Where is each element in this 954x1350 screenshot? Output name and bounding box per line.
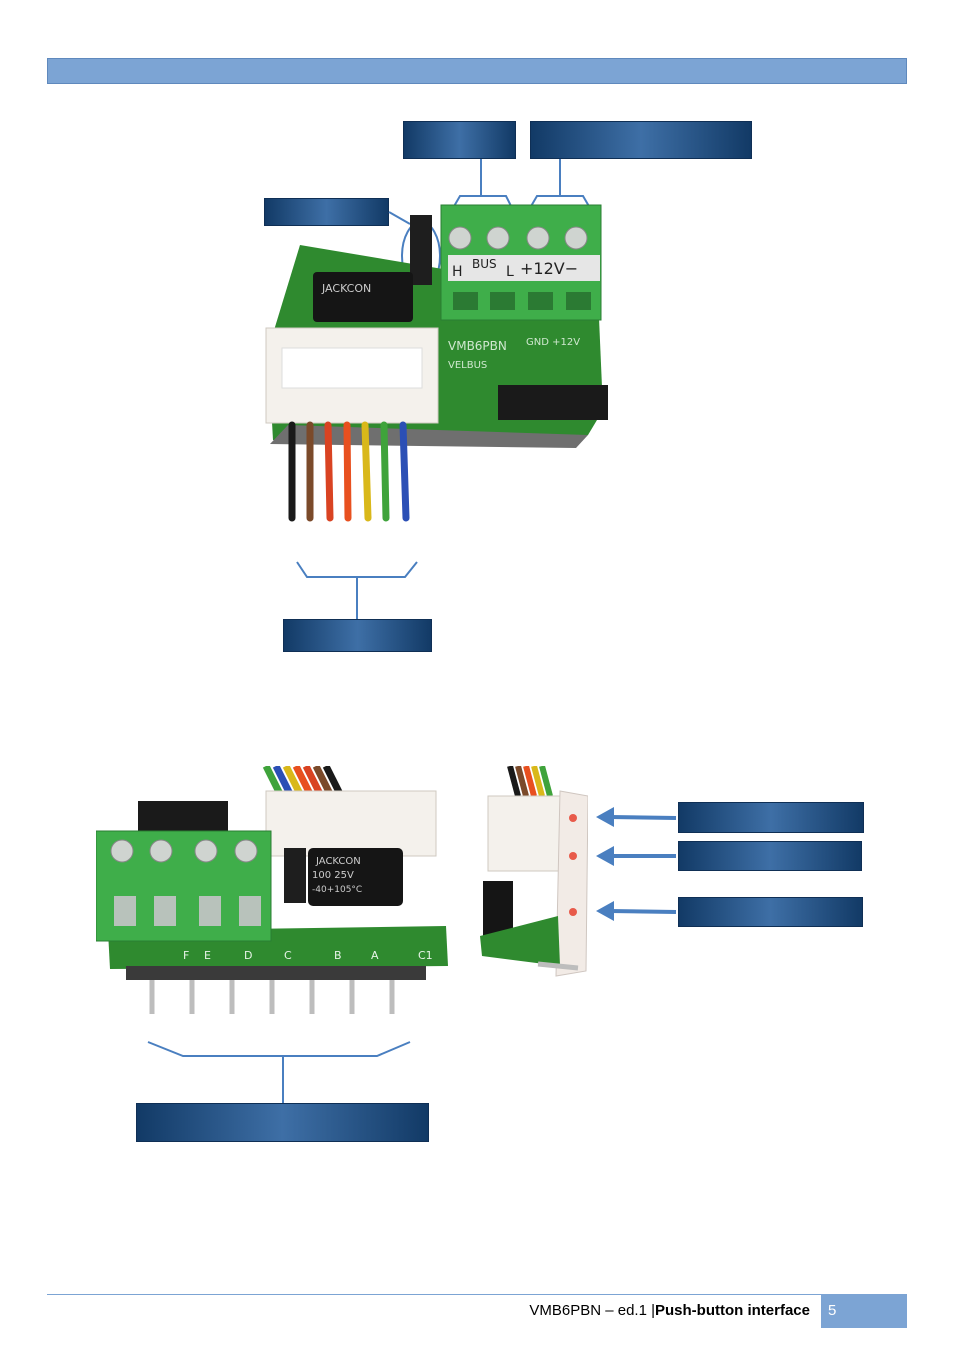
callout-bus (403, 121, 516, 159)
page-number-box: 5 (821, 1295, 907, 1328)
module-top-view-image: H BUS L +12V− JACKCON VMB6PBN VELBUS GND… (265, 204, 608, 522)
callout-termination-jumper (264, 198, 389, 226)
footer-doc-info: VMB6PBN – ed.1 |Push-button interface (529, 1302, 810, 1319)
callout-wires (283, 619, 432, 652)
svg-text:E: E (204, 949, 211, 962)
callout-input-pins (136, 1103, 429, 1142)
silk-l: L (506, 264, 514, 280)
silk-12v: +12V− (520, 259, 578, 278)
svg-text:B: B (334, 949, 342, 962)
silk-gnd: GND +12V (526, 337, 580, 348)
cap-rating: 100 25V (312, 870, 354, 881)
footer-doc-title: VMB6PBN – ed.1 | (529, 1302, 655, 1319)
cap-text: JACKCON (315, 856, 361, 867)
pin-labels: F E D C B A C1 (183, 949, 433, 962)
callout-led-1 (678, 802, 864, 833)
module-front-view-image: JACKCON 100 25V -40+105°C F E D C B A C1 (96, 766, 448, 1014)
svg-text:D: D (244, 949, 252, 962)
svg-text:C: C (284, 949, 292, 962)
callout-led-2 (678, 841, 862, 871)
svg-text:C1: C1 (418, 949, 433, 962)
section-header-bar (47, 58, 907, 84)
footer-divider (47, 1294, 907, 1295)
cap-temp: -40+105°C (312, 885, 362, 895)
callout-power (530, 121, 752, 159)
page-number: 5 (828, 1302, 837, 1319)
silk-bus: BUS (472, 257, 497, 271)
board-marking: VMB6PBN (448, 339, 507, 353)
callout-led-3 (678, 897, 863, 927)
svg-text:F: F (183, 949, 189, 962)
module-side-view-image (480, 766, 588, 977)
silk-velbus: VELBUS (448, 360, 487, 371)
silk-h: H (452, 264, 463, 280)
svg-text:A: A (371, 949, 379, 962)
callout-connector-lines (147, 159, 677, 1103)
footer-doc-subtitle: Push-button interface (654, 1302, 810, 1319)
cap-brand: JACKCON (321, 282, 371, 295)
